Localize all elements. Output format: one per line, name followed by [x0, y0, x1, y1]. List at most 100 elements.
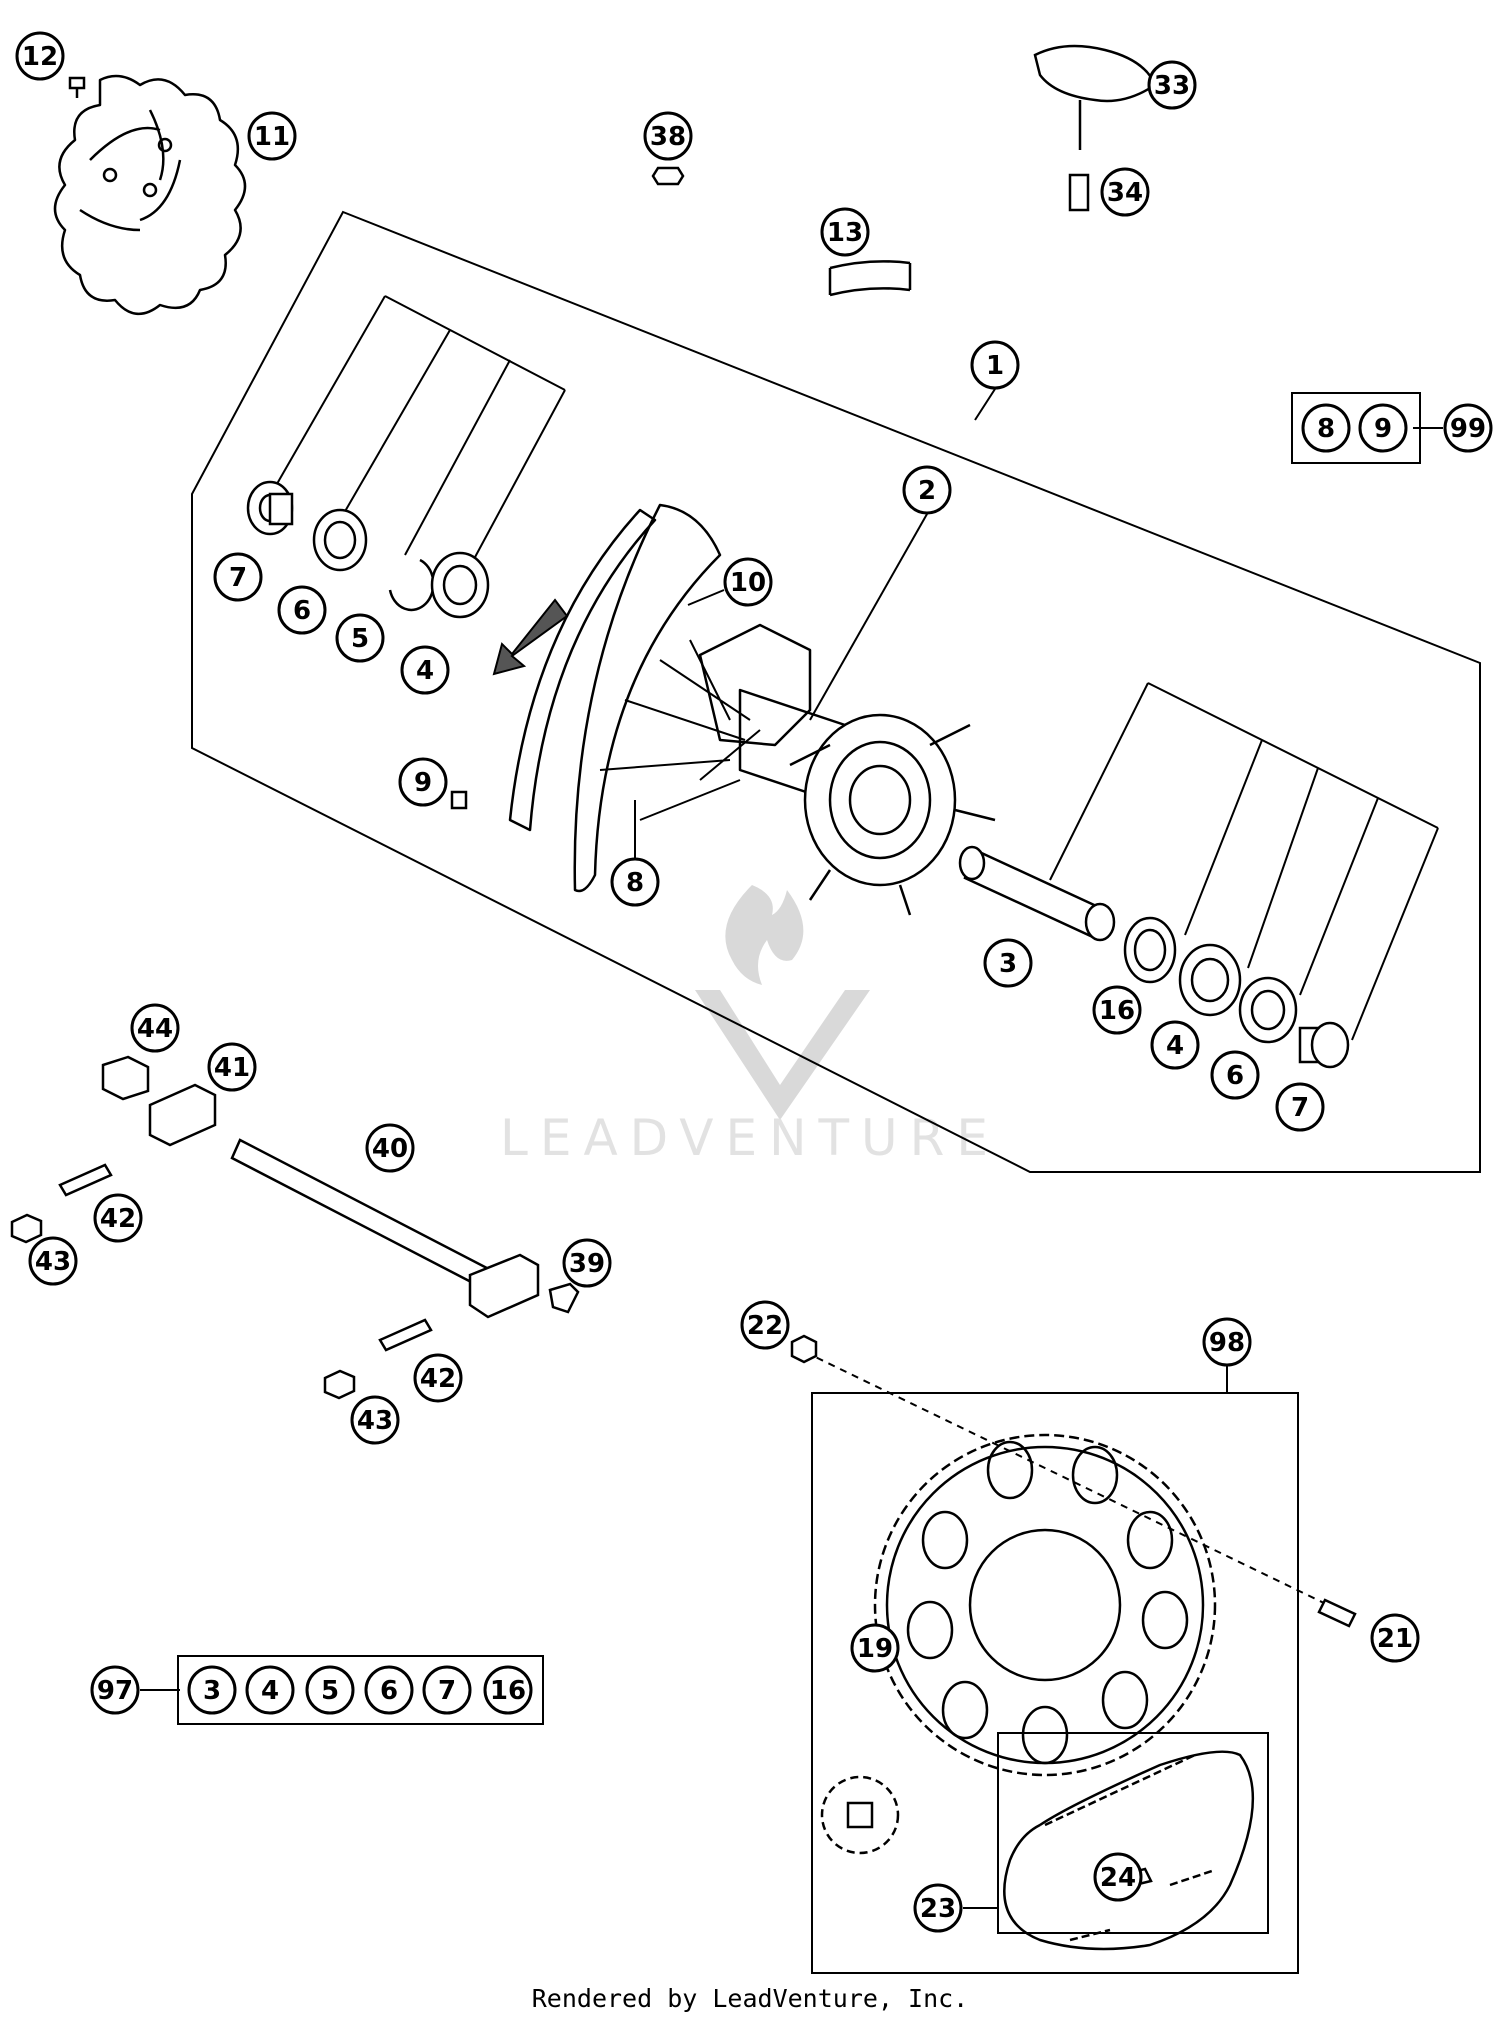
callout-circle [1147, 60, 1197, 110]
callout-circle [1100, 167, 1150, 217]
callout-c3k: 3 [187, 1665, 237, 1715]
callout-c13: 13 [820, 207, 870, 257]
callout-label: 10 [730, 568, 766, 598]
callout-label: 6 [293, 596, 311, 626]
callout-circle [213, 552, 263, 602]
callout-c34: 34 [1100, 167, 1150, 217]
spacer-tube [958, 845, 1116, 942]
chain-adjuster-left [148, 1083, 217, 1147]
callout-c4b: 4 [1150, 1020, 1200, 1070]
callout-c24: 24 [1093, 1852, 1143, 1902]
callout-c23: 23 [913, 1883, 963, 1933]
callout-c4k: 4 [245, 1665, 295, 1715]
watermark-text: LEADVENTURE [500, 1109, 1000, 1167]
kit-97-box [177, 1655, 544, 1725]
axle-nut [101, 1055, 150, 1101]
callout-label: 8 [626, 868, 644, 898]
callout-label: 8 [1317, 414, 1335, 444]
callout-circle [93, 1193, 143, 1243]
callout-circle [400, 645, 450, 695]
callout-label: 22 [747, 1311, 783, 1341]
callout-circle [740, 1300, 790, 1350]
left-bearing [430, 551, 490, 619]
callout-label: 34 [1107, 178, 1143, 208]
callout-c7k: 7 [422, 1665, 472, 1715]
callout-label: 24 [1100, 1863, 1136, 1893]
callout-label: 4 [261, 1676, 279, 1706]
callout-circle [1443, 403, 1493, 453]
callout-label: 40 [372, 1134, 408, 1164]
rim-lock [1033, 44, 1157, 150]
callout-label: 16 [1099, 996, 1135, 1026]
callout-label: 5 [351, 624, 369, 654]
callout-circle [1093, 1852, 1143, 1902]
callout-label: 9 [414, 768, 432, 798]
chain [1003, 1750, 1255, 1951]
callout-circle [90, 1665, 140, 1715]
rim-tape [828, 260, 912, 297]
right-washer [1123, 916, 1177, 984]
callout-c7a: 7 [213, 552, 263, 602]
callout-circle [365, 1123, 415, 1173]
rotation-arrow [492, 598, 569, 676]
callout-circle [1202, 1317, 1252, 1367]
leader-lines [140, 295, 1443, 1909]
callout-label: 11 [254, 122, 290, 152]
sprocket-bolt [1317, 1598, 1357, 1628]
callout-c11: 11 [247, 111, 297, 161]
callout-label: 3 [203, 1676, 221, 1706]
callout-c7b: 7 [1275, 1082, 1325, 1132]
callout-circle [422, 1665, 472, 1715]
callout-c44: 44 [130, 1003, 180, 1053]
callout-c19: 19 [850, 1623, 900, 1673]
callout-label: 43 [357, 1406, 393, 1436]
sprocket-kit-box [811, 1392, 1299, 1974]
callout-c16a: 16 [1092, 985, 1142, 1035]
callout-circle [350, 1395, 400, 1445]
callout-c39: 39 [562, 1238, 612, 1288]
callout-label: 9 [1374, 414, 1392, 444]
callout-c42b: 42 [413, 1353, 463, 1403]
hub [599, 623, 996, 916]
adjuster-nut-right [323, 1369, 356, 1400]
callout-circle [1301, 403, 1351, 453]
callout-c4a: 4 [400, 645, 450, 695]
callout-circle [398, 757, 448, 807]
callout-circle [413, 1353, 463, 1403]
callout-c3: 3 [983, 938, 1033, 988]
callout-c5k: 5 [305, 1665, 355, 1715]
callout-c6b: 6 [1210, 1050, 1260, 1100]
callout-c2: 2 [902, 465, 952, 515]
callout-label: 16 [490, 1676, 526, 1706]
callout-c16b: 16 [483, 1665, 533, 1715]
callout-circle [187, 1665, 237, 1715]
wheel-assembly-box [191, 210, 1481, 1173]
callout-label: 33 [1154, 71, 1190, 101]
callout-circle [643, 111, 693, 161]
sprocket-nut [790, 1334, 818, 1364]
adjuster-bolt-left [58, 1163, 113, 1197]
right-bearing [1178, 943, 1242, 1017]
callout-c38: 38 [643, 111, 693, 161]
rim [508, 503, 722, 893]
callout-c43a: 43 [28, 1236, 78, 1286]
callout-label: 13 [827, 218, 863, 248]
callout-label: 4 [416, 656, 434, 686]
disc-screw [68, 76, 86, 98]
brake-disc [53, 74, 247, 315]
callout-circle [305, 1665, 355, 1715]
callout-c6a: 6 [277, 585, 327, 635]
callout-label: 44 [137, 1014, 173, 1044]
adjuster-bolt-right [378, 1318, 433, 1352]
callout-label: 23 [920, 1894, 956, 1924]
right-spacer [1298, 1021, 1350, 1069]
callout-circle [1358, 403, 1408, 453]
callout-c12: 12 [15, 31, 65, 81]
callout-circle [364, 1665, 414, 1715]
callout-circle [562, 1238, 612, 1288]
callout-c22: 22 [740, 1300, 790, 1350]
callout-circle [130, 1003, 180, 1053]
callout-label: 99 [1450, 414, 1486, 444]
callout-label: 38 [650, 122, 686, 152]
